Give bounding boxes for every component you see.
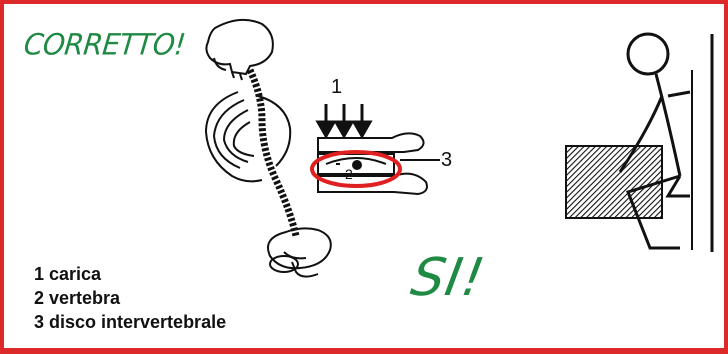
label-vertebra-number: 2 bbox=[345, 166, 353, 182]
yes-verdict: SI! bbox=[407, 248, 490, 308]
legend: 1 carica 2 vertebra 3 disco intervertebr… bbox=[34, 262, 226, 334]
legend-item-disc: 3 disco intervertebrale bbox=[34, 310, 226, 334]
legend-item-vertebra: 2 vertebra bbox=[34, 286, 226, 310]
legend-item-load: 1 carica bbox=[34, 262, 226, 286]
label-disc-number: 3 bbox=[441, 149, 452, 172]
correct-title: CORRETTO! bbox=[22, 27, 187, 62]
label-load-number: 1 bbox=[331, 76, 342, 99]
